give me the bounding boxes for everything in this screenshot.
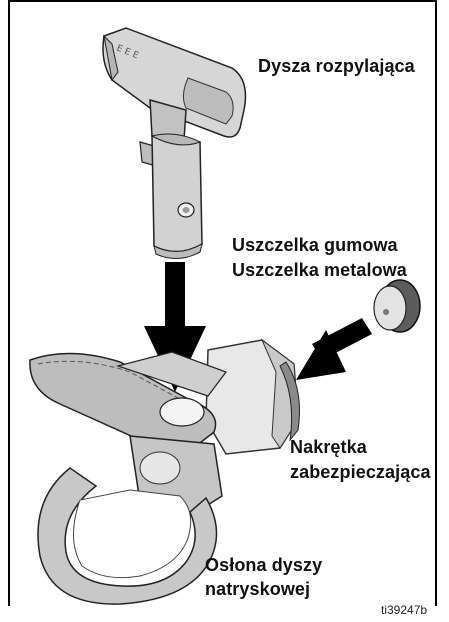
guard-label-line1: Osłona dyszy — [205, 553, 322, 577]
spray-tip-label: Dysza rozpylająca — [258, 54, 415, 78]
figure-id: ti39247b — [381, 603, 427, 617]
spray-tip-illustration: E E E — [103, 28, 246, 259]
diagonal-arrow-icon — [296, 318, 372, 380]
retaining-nut-label-line2: zabezpieczająca — [290, 460, 431, 484]
seal-illustration — [374, 280, 420, 332]
rubber-seal-label: Uszczelka gumowa — [232, 233, 398, 257]
metal-seal-label: Uszczelka metalowa — [232, 258, 407, 282]
guard-label-line2: natryskowej — [205, 577, 310, 601]
retaining-nut-label-line1: Nakrętka — [290, 435, 367, 459]
